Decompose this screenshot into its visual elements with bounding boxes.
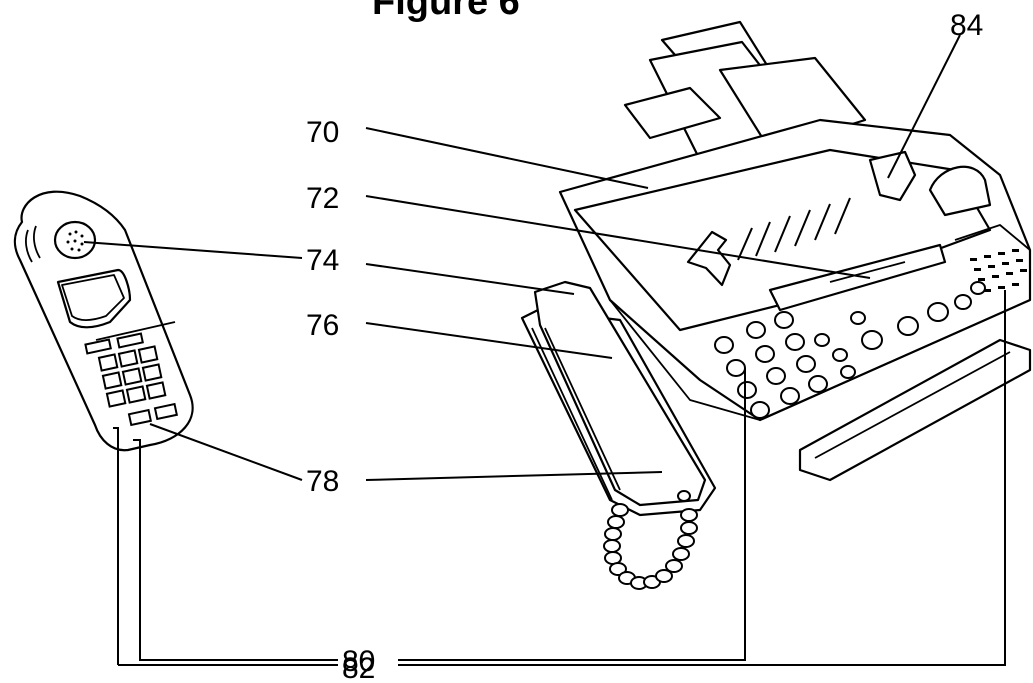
figure-title: Figure 6 <box>372 0 520 23</box>
coiled-cord <box>603 503 698 590</box>
label-84: 84 <box>950 9 983 42</box>
base-keypad <box>714 281 986 419</box>
label-72: 72 <box>306 182 339 215</box>
handset-keypad <box>97 345 179 427</box>
label-70: 70 <box>306 116 339 149</box>
label-80: 80 <box>342 645 375 678</box>
output-tray <box>798 338 1032 482</box>
label-74: 74 <box>306 244 339 277</box>
lcd-display <box>768 243 947 312</box>
label-76: 76 <box>306 309 339 342</box>
handset-display <box>56 268 132 329</box>
paper-feed-slats <box>737 197 851 261</box>
label-78: 78 <box>306 465 339 498</box>
leader-lines <box>83 34 1006 666</box>
fax-machine <box>558 20 1032 482</box>
speaker-grill <box>970 249 1027 292</box>
label-82: 82 <box>342 652 375 683</box>
corded-handset <box>520 280 717 517</box>
cordless-handset <box>13 190 194 452</box>
